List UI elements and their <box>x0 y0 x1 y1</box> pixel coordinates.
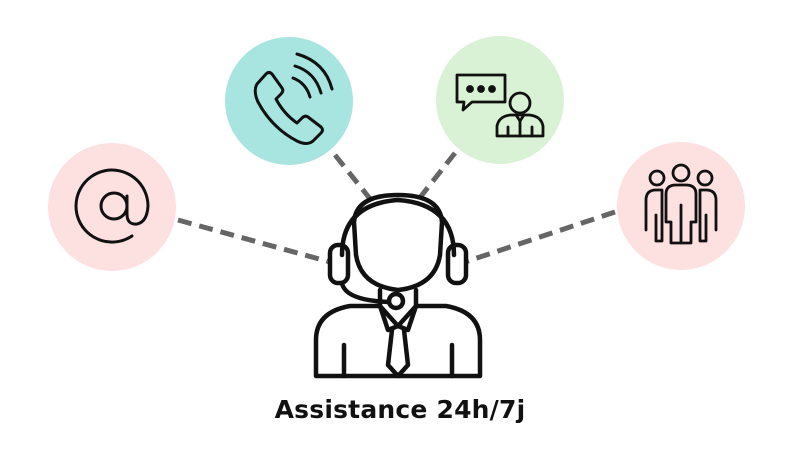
connector-team <box>464 209 616 265</box>
connectors <box>177 151 616 265</box>
phone-icon <box>253 52 334 145</box>
connector-chat <box>416 151 457 202</box>
channel-email-circle <box>48 143 176 271</box>
channel-team <box>617 142 745 270</box>
group-icon <box>644 163 718 245</box>
support-agent-headset-icon <box>313 192 483 379</box>
connector-phone <box>333 153 377 207</box>
chat-agent-icon <box>455 73 545 138</box>
channel-phone <box>225 37 353 165</box>
connector-email <box>177 217 331 265</box>
caption-title: Assistance 24h/7j <box>274 395 526 424</box>
at-sign-icon <box>74 168 150 244</box>
channel-chat <box>436 36 564 164</box>
channel-email <box>48 143 176 271</box>
channel-phone-circle <box>225 37 353 165</box>
channel-chat-circle <box>436 36 564 164</box>
